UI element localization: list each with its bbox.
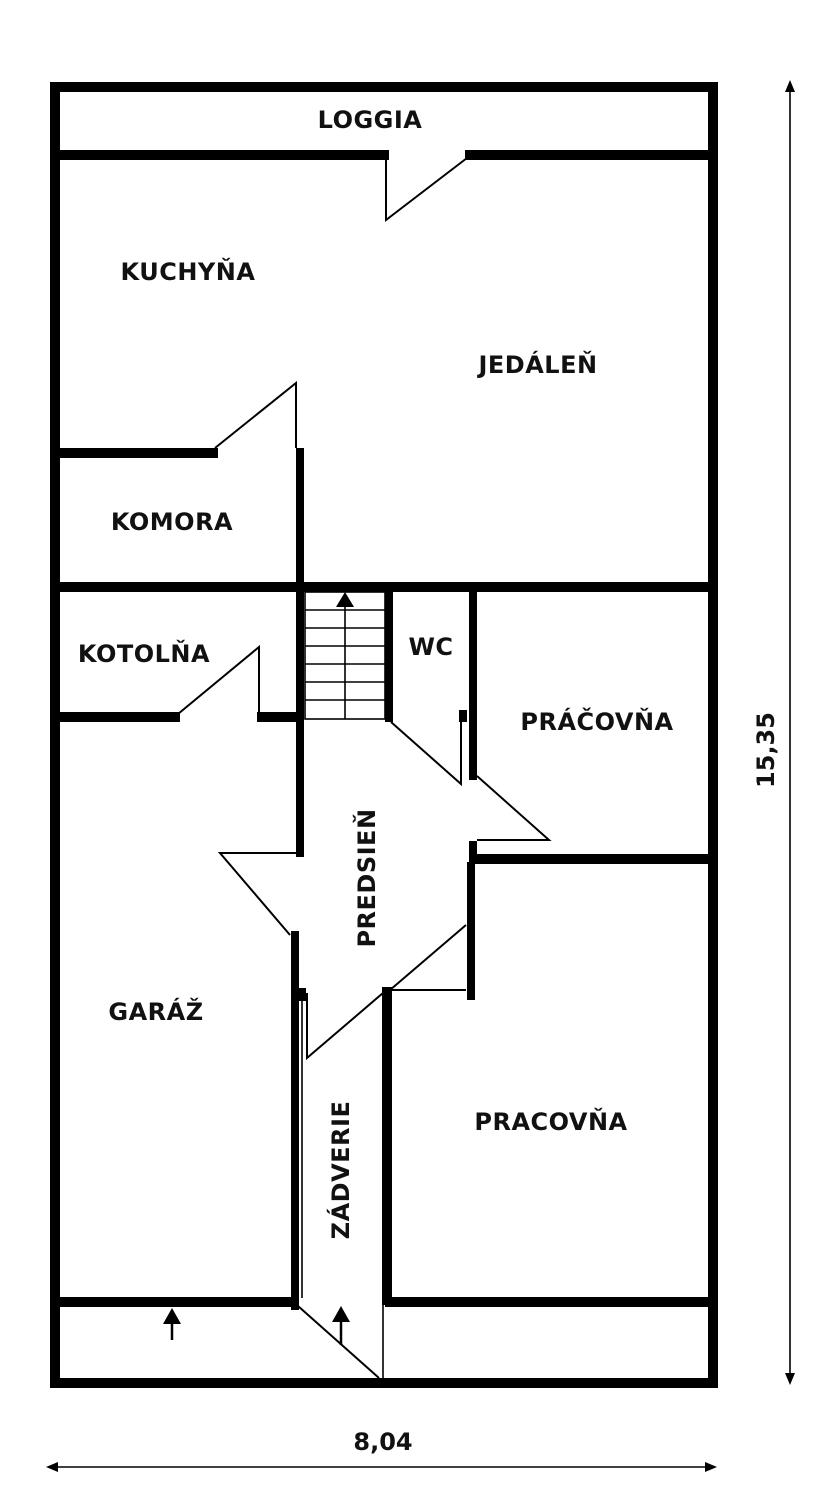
- pracovna-upper-door: [476, 775, 552, 841]
- dimension-width: [46, 1462, 717, 1472]
- entrance-door: [297, 1305, 380, 1379]
- label-komora: KOMORA: [111, 508, 233, 536]
- dimension-height: [785, 80, 795, 1385]
- label-kotolna: KOTOLŇA: [78, 639, 210, 668]
- staircase: [304, 591, 386, 720]
- zadverie-door: [306, 992, 384, 1061]
- outer-wall: [50, 82, 718, 1388]
- label-wc: WC: [408, 633, 453, 661]
- loggia-door: [385, 157, 468, 223]
- predsien-door-left: [217, 852, 298, 936]
- dimension-width-label: 8,04: [353, 1428, 412, 1456]
- arrow-up-icon: [163, 1308, 181, 1340]
- label-zadverie: ZÁDVERIE: [326, 1101, 355, 1240]
- label-pracovna-upper: PRÁČOVŇA: [520, 706, 673, 736]
- label-garaz: GARÁŽ: [108, 997, 203, 1026]
- label-loggia: LOGGIA: [318, 106, 423, 134]
- label-predsien: PREDSIEŇ: [352, 808, 381, 947]
- label-jedalen: JEDÁLEŇ: [476, 350, 597, 379]
- arrow-up-icon: [332, 1306, 350, 1345]
- komora-door: [214, 380, 297, 449]
- wc-door: [390, 721, 462, 787]
- kotolna-door: [177, 644, 260, 715]
- label-pracovna-lower: PRACOVŇA: [474, 1107, 627, 1136]
- pracovna-lower-door: [387, 924, 467, 991]
- dimension-height-label: 15,35: [752, 712, 780, 788]
- label-kuchyna: KUCHYŇA: [121, 257, 256, 286]
